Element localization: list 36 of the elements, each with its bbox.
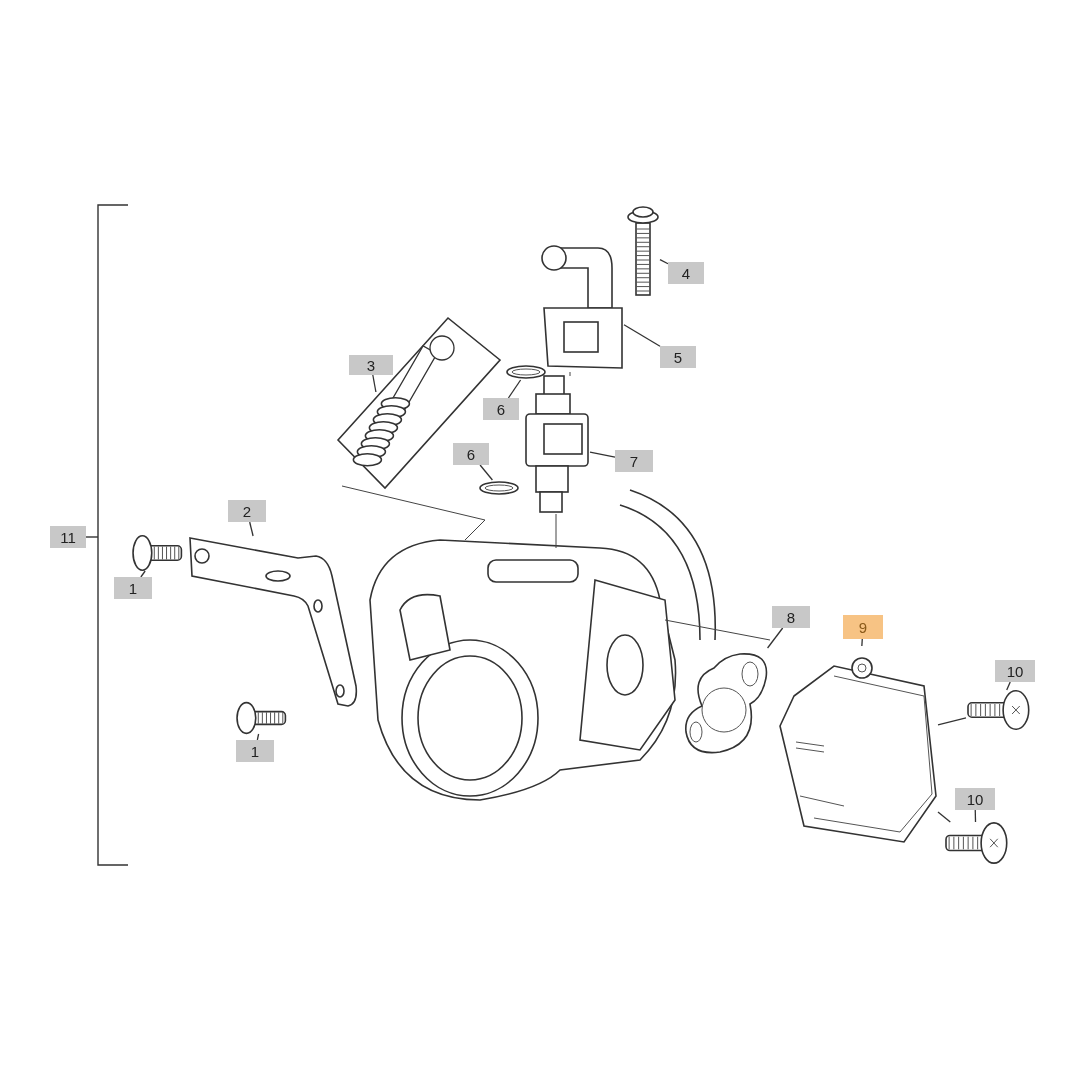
leader-line bbox=[937, 717, 967, 726]
leader-line bbox=[623, 324, 661, 347]
leader-line bbox=[140, 570, 146, 578]
screw-drawing bbox=[236, 702, 288, 734]
screw-drawing bbox=[132, 535, 184, 571]
callout-number: 8 bbox=[772, 606, 810, 628]
callout-number: 3 bbox=[349, 355, 393, 375]
callout-number: 7 bbox=[615, 450, 653, 472]
leader-line bbox=[589, 451, 616, 458]
callout-number: 11 bbox=[50, 526, 86, 548]
o-ring-drawing bbox=[505, 364, 547, 380]
callout-number: 6 bbox=[483, 398, 519, 420]
screw-drawing bbox=[966, 690, 1030, 730]
leader-line bbox=[507, 379, 522, 399]
callout-number: 5 bbox=[660, 346, 696, 368]
leader-line bbox=[937, 811, 951, 823]
screw-drawing bbox=[944, 822, 1008, 864]
o-ring-drawing bbox=[478, 480, 520, 496]
leader-line bbox=[861, 638, 863, 647]
leader-line bbox=[1006, 681, 1011, 691]
leader-line bbox=[479, 464, 494, 481]
callout-number: 1 bbox=[236, 740, 274, 762]
callout-number: 10 bbox=[955, 788, 995, 810]
callout-number: 2 bbox=[228, 500, 266, 522]
bracket-drawing bbox=[188, 536, 360, 708]
leader-line bbox=[249, 521, 254, 537]
callout-number: 9 bbox=[843, 615, 883, 639]
bolt-drawing bbox=[626, 205, 660, 297]
leader-line bbox=[372, 374, 377, 393]
leader-line bbox=[256, 733, 260, 741]
callout-number: 1 bbox=[114, 577, 152, 599]
callout-number: 6 bbox=[453, 443, 489, 465]
callout-number: 10 bbox=[995, 660, 1035, 682]
leader-line bbox=[659, 259, 669, 265]
callout-number: 4 bbox=[668, 262, 704, 284]
leader-line bbox=[766, 627, 784, 649]
